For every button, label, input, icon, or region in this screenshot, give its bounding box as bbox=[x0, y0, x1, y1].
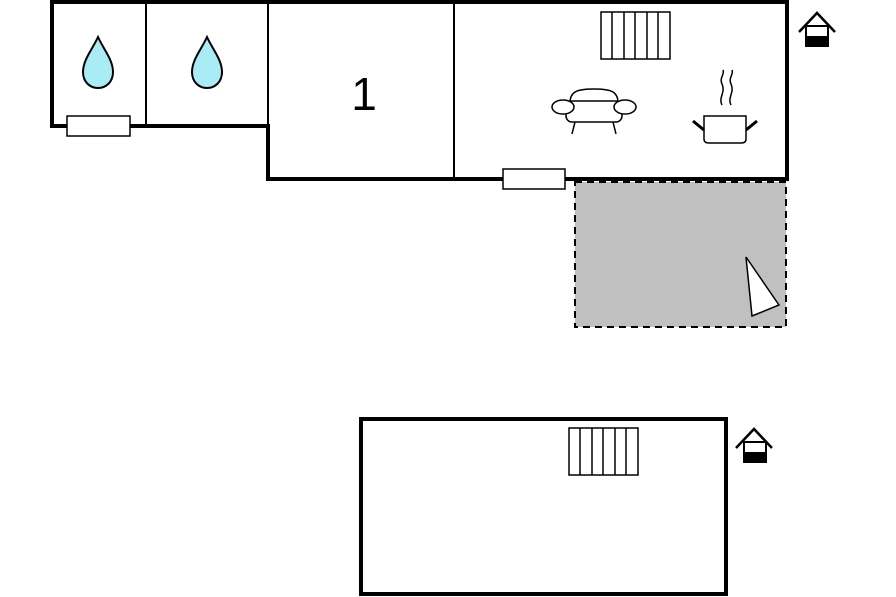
window-bathroom bbox=[66, 115, 131, 137]
terrace bbox=[574, 181, 787, 328]
room-number: 1 bbox=[351, 68, 377, 120]
house-entrance-icon bbox=[735, 427, 773, 463]
cooking-pot-icon bbox=[692, 69, 758, 144]
lower-building bbox=[359, 417, 773, 596]
radiator-icon bbox=[568, 427, 639, 476]
radiator-icon bbox=[600, 11, 671, 60]
lower-building-outline bbox=[359, 417, 728, 596]
water-drop-icon bbox=[81, 34, 115, 90]
compass-north-icon bbox=[745, 256, 781, 318]
window-living-room bbox=[502, 168, 566, 190]
water-drop-icon bbox=[190, 34, 224, 90]
upper-building: 1 bbox=[50, 0, 836, 190]
house-entrance-icon bbox=[798, 11, 836, 47]
sofa-icon bbox=[551, 88, 637, 135]
upper-building-outline bbox=[50, 0, 789, 181]
